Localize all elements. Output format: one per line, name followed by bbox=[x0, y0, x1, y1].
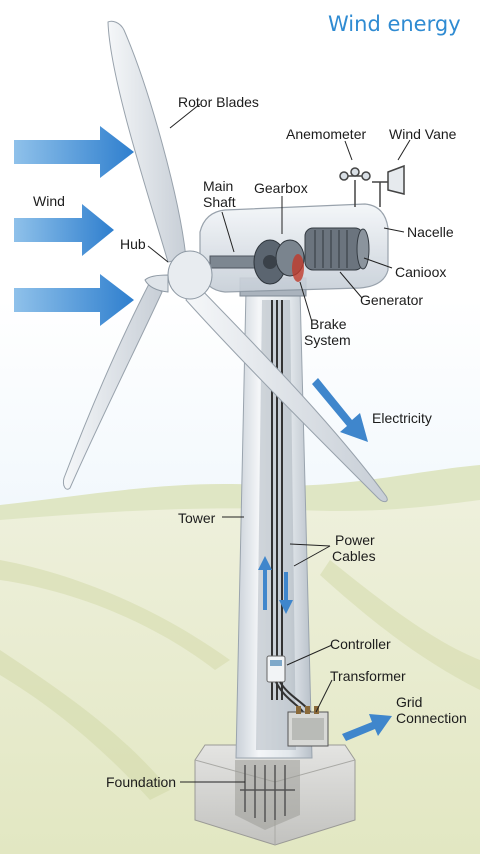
label-wind-vane: Wind Vane bbox=[389, 126, 457, 142]
label-anemometer: Anemometer bbox=[286, 126, 367, 142]
label-nacelle: Nacelle bbox=[407, 224, 454, 240]
electricity-arrow bbox=[312, 378, 368, 442]
wind-arrow-3 bbox=[14, 274, 134, 326]
cable-arrow-up bbox=[258, 556, 272, 610]
anemometer-device bbox=[339, 167, 371, 207]
controller-box bbox=[266, 655, 286, 683]
blade-upper bbox=[107, 20, 187, 263]
label-tower: Tower bbox=[178, 510, 216, 526]
label-grid-connection-line2: Connection bbox=[396, 710, 467, 726]
gearbox-unit bbox=[253, 239, 305, 285]
label-canopy: Canioox bbox=[395, 264, 447, 280]
label-grid-connection-line1: Grid bbox=[396, 694, 423, 710]
label-electricity: Electricity bbox=[372, 410, 432, 426]
foundation-block bbox=[194, 744, 356, 846]
label-foundation: Foundation bbox=[106, 774, 177, 790]
cable-arrow-down bbox=[279, 572, 293, 614]
brake-disc bbox=[292, 254, 304, 282]
label-brake-system-line1: Brake bbox=[310, 316, 347, 332]
label-wind: Wind bbox=[33, 193, 65, 209]
field-stripe-3 bbox=[0, 650, 170, 800]
label-main-shaft-line2: Shaft bbox=[203, 194, 236, 210]
label-transformer: Transformer bbox=[330, 668, 406, 684]
transformer-unit bbox=[287, 706, 329, 747]
label-hub: Hub bbox=[120, 236, 146, 252]
diagram-title: Wind energy bbox=[328, 12, 461, 36]
wind-vane-device bbox=[372, 164, 405, 207]
rotor-blades bbox=[63, 20, 388, 503]
leader-lines bbox=[147, 103, 411, 783]
wind-arrows bbox=[14, 126, 134, 326]
hub-cone bbox=[144, 250, 213, 300]
blade-lower-left bbox=[63, 281, 163, 490]
generator-unit bbox=[304, 227, 370, 271]
label-rotor-blades: Rotor Blades bbox=[178, 94, 259, 110]
label-power-cables-line1: Power bbox=[335, 532, 375, 548]
field-stripe-1 bbox=[0, 560, 230, 670]
label-brake-system-line2: System bbox=[304, 332, 351, 348]
field-stripe-2 bbox=[320, 560, 480, 690]
label-gearbox: Gearbox bbox=[254, 180, 308, 196]
grid-connection-arrow bbox=[342, 714, 392, 741]
blade-lower-right bbox=[185, 283, 388, 503]
label-power-cables-line2: Cables bbox=[332, 548, 376, 564]
label-generator: Generator bbox=[360, 292, 424, 308]
wind-arrow-2 bbox=[14, 204, 114, 256]
label-controller: Controller bbox=[330, 636, 391, 652]
wind-arrow-1 bbox=[14, 126, 134, 178]
label-main-shaft-line1: Main bbox=[203, 178, 234, 194]
